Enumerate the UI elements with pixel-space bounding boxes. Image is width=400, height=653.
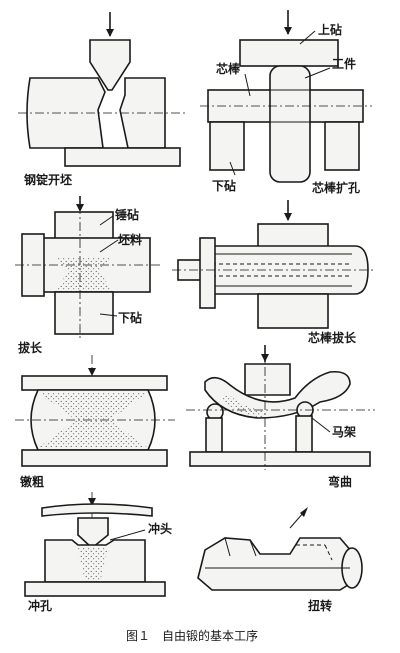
label-mandrel: 芯棒 [216, 61, 241, 76]
upper-anvil [239, 39, 339, 67]
upper-die [21, 375, 168, 391]
lower-anvil [64, 147, 181, 167]
label-hammer-anvil: 锤砧 [115, 207, 139, 222]
saddle-post-right [295, 415, 313, 453]
panel-ingot-cogging: 钢锭开坯 [18, 12, 185, 187]
ingot-left-part [26, 77, 106, 149]
punch-plate [41, 503, 153, 517]
base-anvil [189, 451, 371, 467]
label-drawing-out: 拔长 [18, 340, 43, 355]
label-punching: 冲孔 [28, 598, 52, 613]
label-upper-anvil: 上砧 [318, 22, 342, 37]
deformation-zone [38, 392, 148, 448]
lower-anvil [257, 293, 329, 329]
label-workpiece: 工件 [332, 56, 356, 71]
label-mandrel-drawing: 芯棒拔长 [308, 330, 357, 345]
twisted-workpiece [197, 537, 357, 591]
lower-die [24, 581, 166, 597]
ring-workpiece [269, 65, 311, 183]
lower-die [21, 449, 168, 467]
label-mandrel-expanding: 芯棒扩孔 [312, 180, 360, 195]
panel-mandrel-expanding: 上砧 芯棒 工件 下砧 芯棒扩孔 [200, 10, 372, 195]
panel-twisting: 扭转 [197, 507, 363, 613]
label-billet: 坯料 [118, 232, 142, 247]
saddle-post-left [205, 417, 223, 453]
panel-drawing-out: 锤砧 坯料 下砧 拔长 [15, 196, 160, 355]
label-ingot-cogging: 钢锭开坯 [24, 172, 72, 187]
label-lower-anvil: 下砧 [212, 178, 236, 193]
label-saddle: 马架 [332, 424, 356, 439]
upper-wedge-tool [89, 39, 131, 91]
label-twisting: 扭转 [308, 598, 332, 613]
twist-arrow [289, 511, 305, 529]
figure-caption: 图１ 自由锻的基本工序 [126, 628, 258, 643]
mandrel-collar [199, 237, 216, 309]
deformation-zone [55, 258, 113, 292]
deformation-zone [78, 548, 108, 582]
panel-upsetting: 镦粗 [15, 355, 175, 489]
panel-mandrel-drawing: 芯棒拔长 [172, 200, 375, 345]
punch-block [244, 363, 291, 396]
label-upsetting: 镦粗 [20, 474, 44, 489]
lower-anvil-right [324, 121, 360, 171]
punch [77, 517, 109, 550]
panel-punching: 冲头 冲孔 [24, 492, 172, 613]
label-punch: 冲头 [148, 521, 172, 536]
lower-anvil-left [209, 121, 245, 171]
label-lower-anvil-3: 下砧 [118, 310, 142, 325]
lower-anvil [54, 291, 114, 335]
panel-bending: 马架 弯曲 [186, 345, 375, 489]
label-bending: 弯曲 [328, 474, 352, 489]
